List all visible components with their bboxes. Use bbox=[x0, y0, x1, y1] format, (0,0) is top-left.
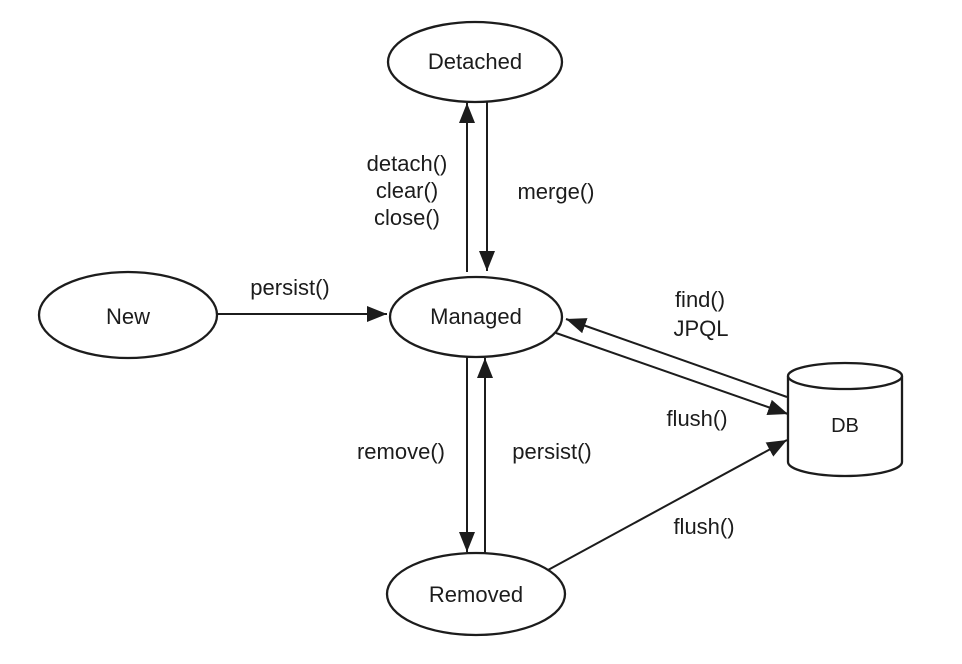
state-new: New bbox=[37, 270, 219, 360]
removed-label: Removed bbox=[429, 582, 523, 607]
managed-ellipse bbox=[388, 275, 564, 359]
db-cylinder-top bbox=[786, 361, 904, 391]
detached-label: Detached bbox=[428, 49, 522, 74]
state-managed: Managed bbox=[388, 275, 564, 359]
arrow-db-to-managed bbox=[565, 318, 788, 398]
removed-ellipse bbox=[385, 551, 567, 637]
state-removed: Removed bbox=[385, 551, 567, 637]
label-jpql: JPQL bbox=[673, 316, 728, 341]
label-close: close() bbox=[374, 205, 440, 230]
label-merge: merge() bbox=[517, 179, 594, 204]
label-persist-new-to-managed: persist() bbox=[250, 275, 329, 300]
label-clear: clear() bbox=[376, 178, 438, 203]
label-flush-removed-to-db: flush() bbox=[673, 514, 734, 539]
label-detach: detach() bbox=[367, 151, 448, 176]
db-label: DB bbox=[831, 415, 859, 437]
label-find: find() bbox=[675, 287, 725, 312]
state-detached: Detached bbox=[386, 20, 564, 104]
detached-ellipse bbox=[386, 20, 564, 104]
transition-arrows bbox=[218, 101, 789, 571]
transition-labels: persist() detach() clear() close() merge… bbox=[250, 151, 734, 539]
new-label: New bbox=[106, 304, 150, 329]
managed-label: Managed bbox=[430, 304, 522, 329]
arrow-managed-to-db bbox=[555, 332, 789, 415]
label-remove: remove() bbox=[357, 439, 445, 464]
label-flush-managed-to-db: flush() bbox=[666, 406, 727, 431]
label-persist-removed-to-managed: persist() bbox=[512, 439, 591, 464]
arrow-removed-to-db bbox=[547, 439, 788, 571]
db-cylinder-body bbox=[786, 376, 904, 478]
state-db: DB bbox=[786, 361, 904, 478]
new-ellipse bbox=[37, 270, 219, 360]
